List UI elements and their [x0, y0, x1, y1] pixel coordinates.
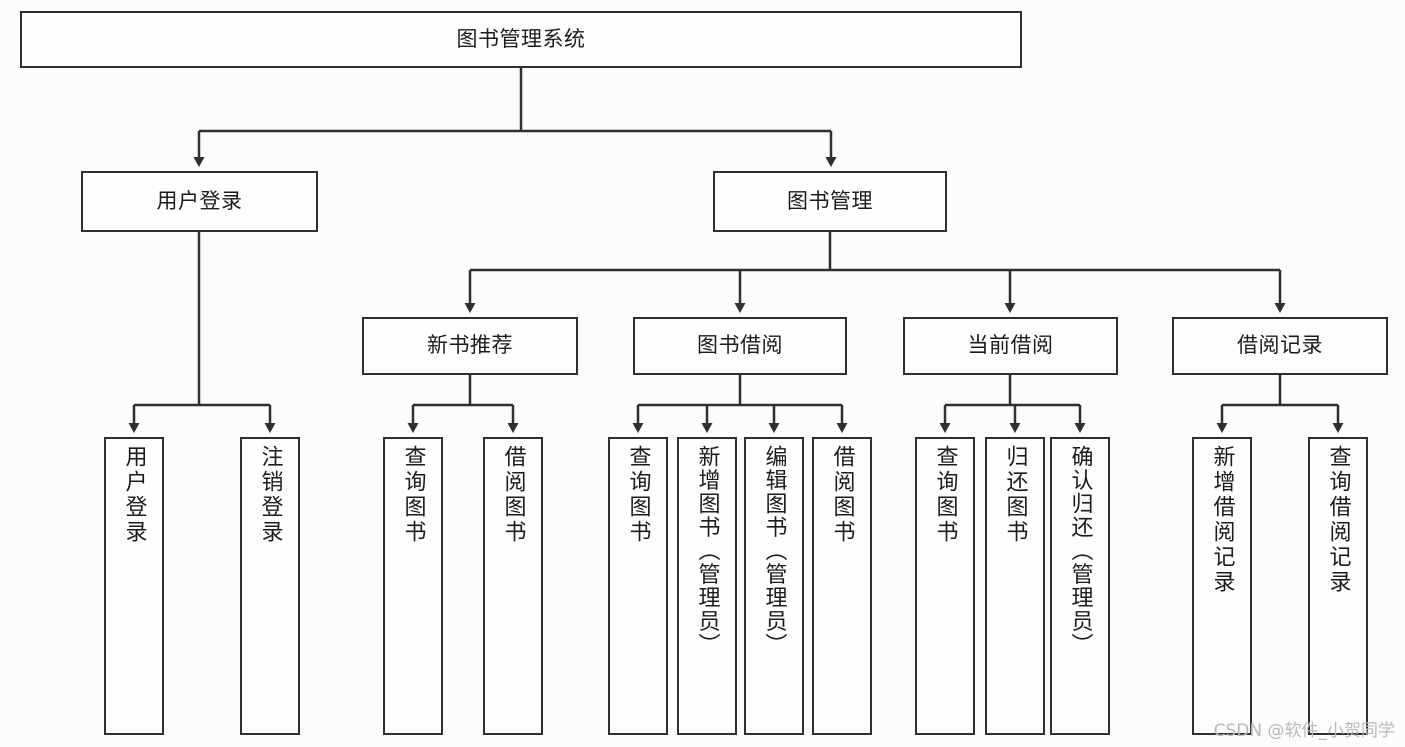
- node-new-book-recommend[interactable]: 新书推荐: [362, 317, 578, 375]
- node-label: 新增借阅记录: [1209, 445, 1235, 595]
- node-label: 查询借阅记录: [1325, 445, 1351, 595]
- leaf-query-borrow-record[interactable]: 查询借阅记录: [1308, 437, 1368, 735]
- node-label: 图书管理: [787, 188, 873, 213]
- watermark-text: CSDN @软件_小贺同学: [1213, 721, 1395, 741]
- node-label: 借阅图书: [500, 445, 526, 545]
- node-label: 借阅图书: [829, 445, 855, 545]
- node-label: 注销登录: [257, 445, 283, 545]
- node-label: 确认归还（管理员）: [1067, 445, 1093, 657]
- leaf-borrow-books[interactable]: 借阅图书: [812, 437, 872, 735]
- node-book-borrow[interactable]: 图书借阅: [633, 317, 847, 375]
- leaf-confirm-return-admin[interactable]: 确认归还（管理员）: [1050, 437, 1110, 735]
- node-label: 查询图书: [625, 445, 651, 545]
- node-borrow-records[interactable]: 借阅记录: [1172, 317, 1388, 375]
- leaf-return-books[interactable]: 归还图书: [985, 437, 1045, 735]
- node-label: 用户登录: [156, 188, 243, 213]
- leaf-query-books-new[interactable]: 查询图书: [383, 437, 443, 735]
- node-label: 归还图书: [1002, 445, 1028, 545]
- node-label: 借阅记录: [1237, 333, 1323, 358]
- node-book-management[interactable]: 图书管理: [713, 171, 947, 232]
- node-label: 用户登录: [121, 445, 147, 545]
- leaf-query-books-current[interactable]: 查询图书: [915, 437, 975, 735]
- node-label: 当前借阅: [967, 333, 1054, 358]
- node-root-system[interactable]: 图书管理系统: [20, 11, 1022, 68]
- node-label: 编辑图书（管理员）: [761, 445, 787, 657]
- leaf-add-book-admin[interactable]: 新增图书（管理员）: [677, 437, 737, 735]
- leaf-user-logout[interactable]: 注销登录: [240, 437, 300, 735]
- node-current-borrow[interactable]: 当前借阅: [903, 317, 1118, 375]
- leaf-add-borrow-record[interactable]: 新增借阅记录: [1192, 437, 1252, 735]
- leaf-borrow-books-new[interactable]: 借阅图书: [483, 437, 543, 735]
- node-label: 图书管理系统: [456, 26, 586, 51]
- node-label: 新书推荐: [427, 333, 513, 358]
- leaf-query-books-borrow[interactable]: 查询图书: [608, 437, 668, 735]
- node-user-login[interactable]: 用户登录: [81, 171, 318, 232]
- leaf-user-login[interactable]: 用户登录: [104, 437, 164, 735]
- leaf-edit-book-admin[interactable]: 编辑图书（管理员）: [744, 437, 804, 735]
- node-label: 新增图书（管理员）: [694, 445, 720, 657]
- node-label: 查询图书: [932, 445, 958, 545]
- node-label: 图书借阅: [697, 333, 783, 358]
- node-label: 查询图书: [400, 445, 426, 545]
